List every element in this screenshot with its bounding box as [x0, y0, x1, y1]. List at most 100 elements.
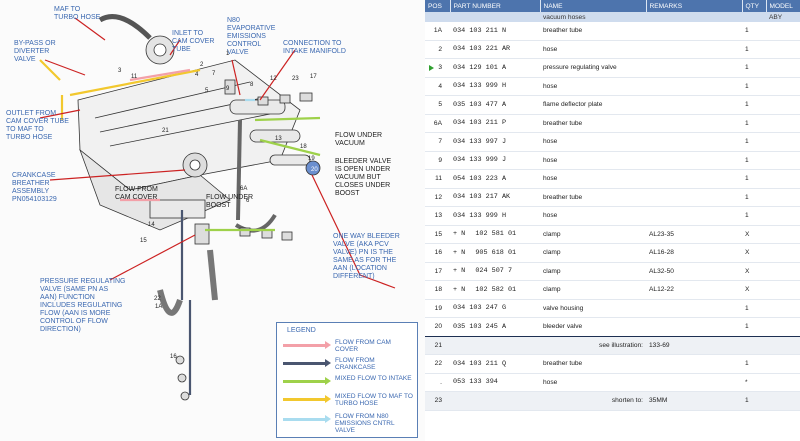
- cell-pos: 3: [425, 58, 450, 78]
- cell-name: hose: [540, 169, 646, 189]
- pos-value: 2: [438, 45, 442, 53]
- part-number-value: 034 103 221 AR: [453, 45, 511, 54]
- pos-value: 5: [438, 101, 442, 109]
- cell-pos: 6A: [425, 114, 450, 133]
- cell-pos: 12: [425, 188, 450, 207]
- cell-remarks: [646, 169, 742, 189]
- subheader-name: vacuum hoses: [540, 12, 646, 22]
- col-header-model[interactable]: MODEL: [766, 0, 800, 12]
- cell-part-number: 054 103 223 A: [450, 169, 540, 189]
- col-header-name[interactable]: NAME: [540, 0, 647, 12]
- part-number-value: 034 129 101 A: [453, 63, 507, 72]
- legend-swatch: [283, 359, 331, 367]
- col-header-part-number[interactable]: PART NUMBER: [450, 0, 541, 12]
- part-number-labels: 1 2 3 4 5 6 6A 7 8 9 11 12 13 14 15 16 1…: [118, 51, 318, 360]
- cell-qty: 1: [742, 77, 766, 96]
- table-header-row: POS PART NUMBER NAME REMARKS QTY MODEL: [425, 0, 800, 12]
- cell-pos: 15: [425, 225, 450, 244]
- cell-remarks: [646, 77, 742, 96]
- pos-value: 21: [434, 341, 442, 349]
- parts-table: POS PART NUMBER NAME REMARKS QTY MODEL v…: [425, 0, 800, 411]
- cell-remarks: AL12-22: [646, 280, 742, 300]
- part-number-value: 034 103 217 AK: [453, 193, 511, 202]
- cell-remarks: [646, 317, 742, 337]
- diagram-number: 1A: [155, 304, 162, 310]
- cell-qty: 1: [742, 151, 766, 170]
- col-header-remarks[interactable]: REMARKS: [646, 0, 743, 12]
- cell-qty: 1: [742, 40, 766, 59]
- cell-remarks: [646, 58, 742, 78]
- pos-value: 7: [438, 138, 442, 146]
- cell-model: [766, 114, 800, 133]
- legend-swatch: [283, 395, 331, 403]
- cell-part-number: + N 102 582 01: [450, 280, 540, 300]
- cell-remarks: [646, 151, 742, 170]
- cell-part-number: 034 103 211 N: [450, 22, 540, 41]
- cell-part-number: 034 133 997 J: [450, 132, 540, 152]
- cell-remarks: [646, 40, 742, 59]
- pos-value: 16: [434, 249, 442, 257]
- engine-line-drawing: 1 2 3 4 5 6 6A 7 8 9 11 12 13 14 15 16 1…: [39, 14, 396, 401]
- cell-model: [766, 95, 800, 115]
- cell-qty: 1: [742, 206, 766, 226]
- plus-marker: + N: [453, 230, 470, 239]
- cell-part-number: 034 133 999 H: [450, 206, 540, 226]
- cell-name: clamp: [540, 243, 646, 263]
- cell-name: hose: [540, 151, 646, 170]
- cell-model: [766, 40, 800, 59]
- diagram-number: 14: [148, 222, 155, 228]
- cell-qty: X: [742, 243, 766, 263]
- diagram-number: 16: [170, 354, 177, 360]
- cell-pos: 2: [425, 40, 450, 59]
- cell-remarks: [646, 373, 742, 392]
- cell-model: [766, 299, 800, 318]
- exploded-diagram: 1 2 3 4 5 6 6A 7 8 9 11 12 13 14 15 16 1…: [6, 6, 418, 438]
- part-number-value: 035 103 477 A: [453, 100, 507, 109]
- cell-name: hose: [540, 373, 646, 392]
- cell-model: [766, 225, 800, 244]
- cell-part-number: 034 103 247 G: [450, 299, 540, 318]
- col-header-qty[interactable]: QTY: [742, 0, 767, 12]
- cell-qty: 1: [742, 354, 766, 374]
- cell-model: [766, 243, 800, 263]
- cell-remarks: AL23-35: [646, 225, 742, 244]
- parts-table-panel: POS PART NUMBER NAME REMARKS QTY MODEL v…: [425, 0, 800, 441]
- cell-remarks: [646, 132, 742, 152]
- cell-pos: 9: [425, 151, 450, 170]
- pos-value: 12: [434, 193, 442, 201]
- diagram-number: 6: [246, 198, 250, 204]
- cell-qty: 1: [742, 391, 766, 411]
- diagram-number: 6A: [240, 186, 247, 192]
- diagram-number: 15: [140, 238, 147, 244]
- cell-remarks: 35MM: [646, 391, 742, 411]
- col-header-pos[interactable]: POS: [425, 0, 451, 12]
- flow-yellow: [69, 68, 201, 97]
